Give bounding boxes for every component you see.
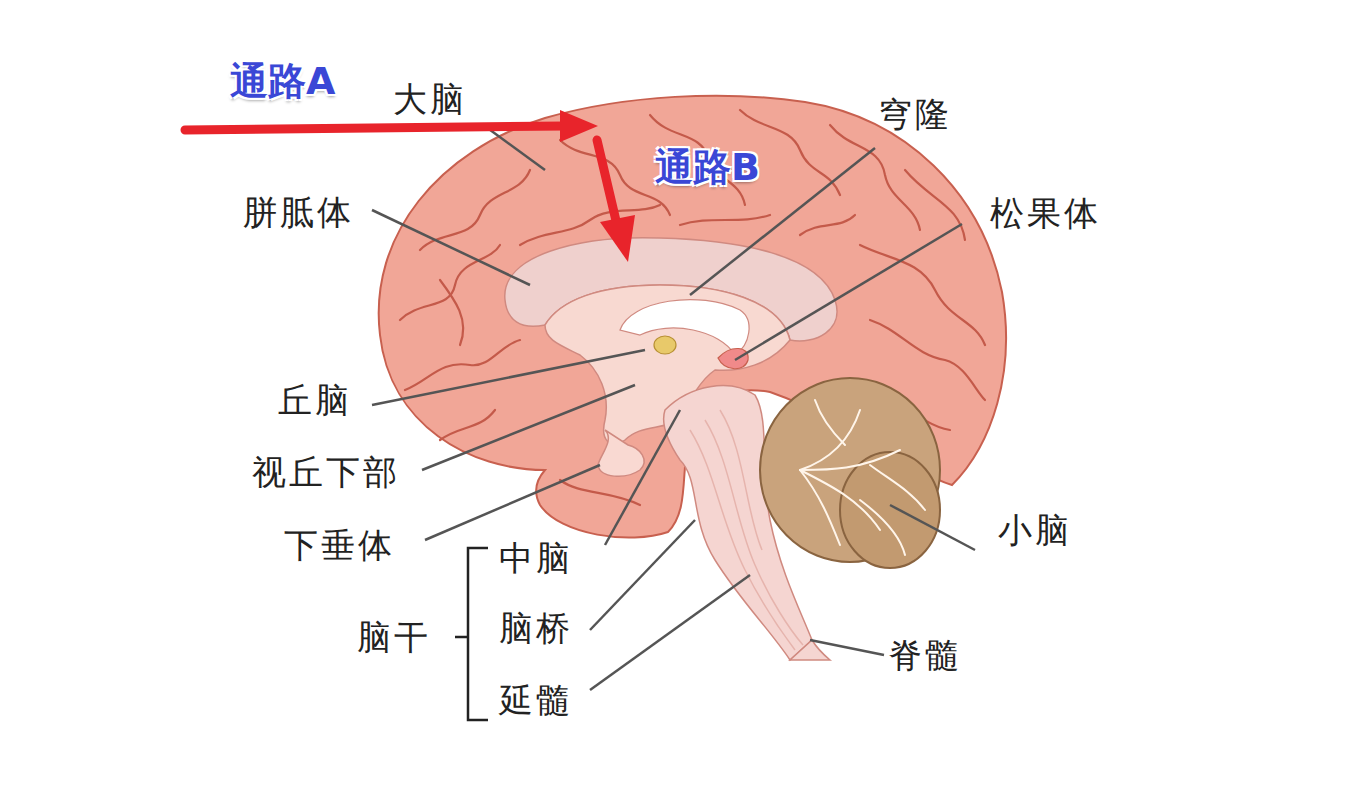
part-label: 大脑 <box>393 82 467 116</box>
fornix <box>620 300 749 355</box>
pineal-body <box>718 348 748 368</box>
part-label: 视丘下部 <box>252 455 400 489</box>
part-label: 下垂体 <box>284 528 395 562</box>
part-label: 脑桥 <box>499 611 573 645</box>
pituitary <box>598 430 644 476</box>
cerebellum <box>760 378 940 568</box>
part-label: 丘脑 <box>278 383 352 417</box>
group-label: 脑干 <box>357 620 431 654</box>
part-label: 脊髓 <box>888 638 962 672</box>
bracket <box>455 548 488 720</box>
pathway-arrows <box>185 110 635 262</box>
part-label: 胼胝体 <box>243 195 354 229</box>
pathway-label: 通路B <box>655 148 760 186</box>
part-label: 穹隆 <box>878 97 952 131</box>
part-label: 小脑 <box>998 513 1072 547</box>
thalamus <box>654 336 676 354</box>
part-label: 中脑 <box>499 541 573 575</box>
leader-lines <box>372 124 975 690</box>
part-label: 延髓 <box>499 683 573 717</box>
part-label: 松果体 <box>990 196 1101 230</box>
pathway-label: 通路A <box>230 62 335 100</box>
